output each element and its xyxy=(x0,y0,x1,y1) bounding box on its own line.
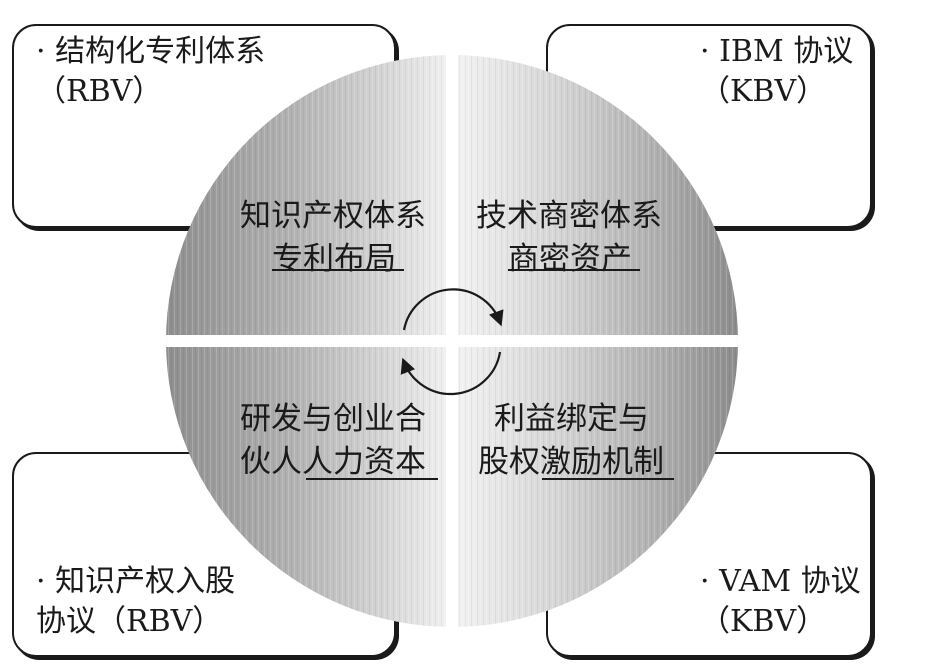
quadrant-bottom-left-text: 研发与创业合 伙人人力资本 xyxy=(240,398,426,484)
box-bottom-left-text: · 知识产权入股 协议（RBV） xyxy=(36,562,235,642)
box-top-left-line1: · 结构化专利体系 xyxy=(36,34,266,69)
quadrant-top-left-line2: 专利布局 xyxy=(272,241,396,277)
disc xyxy=(166,55,738,627)
arrow-top-icon xyxy=(402,288,504,331)
quadrant-top-right-text: 技术商密体系 商密资产 xyxy=(476,195,662,281)
box-bottom-right-text: · VAM 协议 （KBV） xyxy=(700,562,861,642)
box-top-right-line2: （KBV） xyxy=(700,74,827,109)
box-top-left-line2: （RBV） xyxy=(36,74,163,109)
divider-horizontal xyxy=(166,335,738,347)
box-top-right-line1: · IBM 协议 xyxy=(700,34,854,69)
quadrant-bottom-right-line1: 利益绑定与 xyxy=(494,401,649,437)
arrow-bottom-icon xyxy=(400,351,502,396)
box-top-left-text: · 结构化专利体系 （RBV） xyxy=(36,32,265,112)
box-bottom-right-line1: · VAM 协议 xyxy=(700,564,861,599)
cycle-arrows-icon xyxy=(400,288,504,396)
quadrant-top-right-line2: 商密资产 xyxy=(508,241,632,277)
box-top-right-text: · IBM 协议 （KBV） xyxy=(700,32,853,112)
box-bottom-left-line2: 协议（RBV） xyxy=(36,604,223,639)
quadrant-top-left-line1: 知识产权体系 xyxy=(240,198,426,234)
box-bottom-right-line2: （KBV） xyxy=(700,604,827,639)
quadrant-top-right-line1: 技术商密体系 xyxy=(476,198,662,234)
quadrant-bottom-right-text: 利益绑定与 股权激励机制 xyxy=(478,398,664,484)
quadrant-bottom-left-line1: 研发与创业合 xyxy=(240,401,426,437)
quadrant-bottom-right-line2: 股权激励机制 xyxy=(478,444,664,480)
quadrant-bottom-left-line2: 伙人人力资本 xyxy=(240,444,426,480)
quadrant-top-left-text: 知识产权体系 专利布局 xyxy=(240,195,426,281)
underlines xyxy=(272,269,674,480)
box-bottom-left-line1: · 知识产权入股 xyxy=(36,564,236,599)
